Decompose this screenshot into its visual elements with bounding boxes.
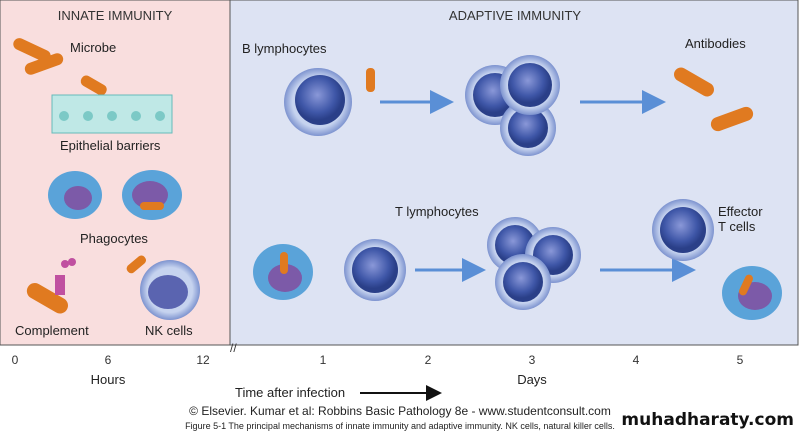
watermark: muhadharaty.com: [621, 410, 794, 430]
phagocyte-icon: [48, 170, 182, 220]
tick-hours-12: 12: [196, 353, 210, 367]
microbe-icon: [13, 38, 107, 96]
b-lymphocytes-label: B lymphocytes: [242, 41, 327, 56]
credit-line: © Elsevier. Kumar et al: Robbins Basic P…: [189, 404, 611, 418]
figure-caption: Figure 5-1 The principal mechanisms of i…: [185, 421, 615, 431]
time-after-infection-label: Time after infection: [235, 385, 345, 400]
antibody-bound-microbe-icon: [674, 67, 754, 132]
t-cells-label: T cells: [718, 219, 756, 234]
antibodies-label: Antibodies: [685, 36, 746, 51]
b-cell-proliferation-icon: [465, 55, 560, 156]
tick-day-4: 4: [633, 353, 640, 367]
microbe-label: Microbe: [70, 40, 116, 55]
axis-break-icon: //: [230, 341, 237, 355]
adaptive-title: ADAPTIVE IMMUNITY: [449, 8, 582, 23]
t-cell-proliferation-icon: [487, 217, 581, 310]
effector-label: Effector: [718, 204, 763, 219]
epithelial-cells-icon: [51, 94, 173, 134]
complement-icon: [26, 258, 76, 314]
tick-day-1: 1: [320, 353, 327, 367]
tick-hours-6: 6: [105, 353, 112, 367]
b-lymphocyte-icon: [284, 68, 375, 136]
tick-day-2: 2: [425, 353, 432, 367]
effector-t-cell-icon: [652, 199, 782, 320]
antigen-presenting-cell-icon: [253, 244, 313, 300]
nk-cell-icon: [126, 255, 200, 320]
innate-title: INNATE IMMUNITY: [58, 8, 173, 23]
days-label: Days: [517, 372, 547, 387]
tick-hours-0: 0: [12, 353, 19, 367]
tick-day-5: 5: [737, 353, 744, 367]
t-lymphocytes-label: T lymphocytes: [395, 204, 479, 219]
hours-label: Hours: [91, 372, 126, 387]
phagocytes-label: Phagocytes: [80, 231, 148, 246]
epithelial-label: Epithelial barriers: [60, 138, 161, 153]
nk-cells-label: NK cells: [145, 323, 193, 338]
t-lymphocyte-icon: [344, 239, 406, 301]
complement-label: Complement: [15, 323, 89, 338]
tick-day-3: 3: [529, 353, 536, 367]
